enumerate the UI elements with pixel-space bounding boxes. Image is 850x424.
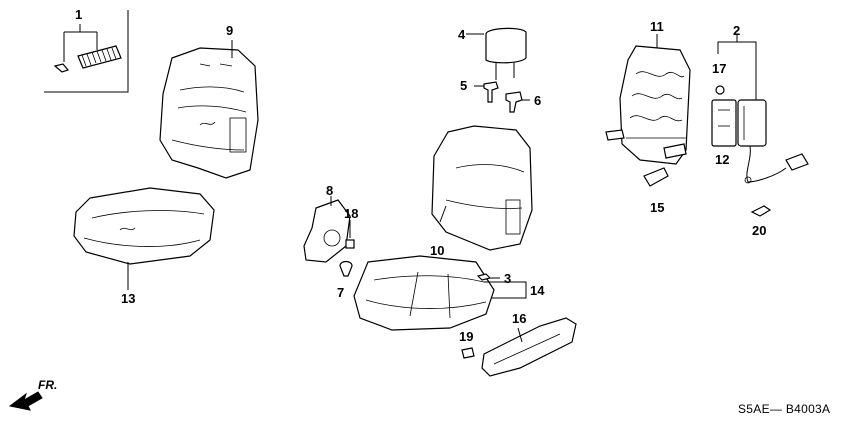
callout-7: 7 [337, 285, 345, 300]
part-1-clip-set [44, 10, 129, 93]
part-13-cushion-cover [73, 187, 215, 290]
callout-19: 19 [459, 329, 474, 344]
callout-6: 6 [534, 93, 542, 108]
front-direction-label: FR. [38, 378, 58, 392]
front-direction-arrow-icon [8, 391, 43, 411]
callout-14: 14 [530, 283, 545, 298]
part-2-side-airbag [717, 34, 809, 184]
part-3-clip [476, 273, 500, 281]
part-17-nut [715, 85, 725, 95]
part-15-recliner-cover [643, 167, 669, 187]
part-5-headrest-guide [474, 81, 499, 103]
part-10-seatback-pad [431, 125, 533, 251]
part-16-side-trim [481, 317, 577, 377]
callout-13: 13 [121, 291, 136, 306]
part-19-clip [461, 347, 475, 359]
callout-11: 11 [650, 19, 664, 34]
part-4-headrest [466, 27, 527, 80]
part-20-clip [750, 205, 772, 217]
part-9-seatback-cover [159, 40, 259, 179]
callout-4: 4 [458, 27, 466, 42]
diagram-code: S5AE— B4003A [738, 402, 831, 416]
callout-3: 3 [504, 271, 512, 286]
callout-5: 5 [460, 78, 468, 93]
part-14-cushion-pad [353, 255, 527, 331]
callout-1: 1 [75, 7, 83, 22]
part-7-clip [339, 260, 353, 277]
callout-16: 16 [512, 311, 527, 326]
callout-12: 12 [715, 152, 730, 167]
part-6-headrest-guide-lock [505, 91, 530, 113]
callout-10: 10 [430, 243, 445, 258]
callout-9: 9 [226, 23, 234, 38]
callout-8: 8 [326, 183, 334, 198]
callout-18: 18 [344, 206, 359, 221]
part-18-screw [345, 220, 355, 249]
part-8-recliner-cover [303, 196, 351, 263]
callout-2: 2 [733, 23, 741, 38]
callout-17: 17 [712, 61, 727, 76]
part-12-airbag-bracket [711, 99, 737, 147]
part-11-seatback-frame [605, 34, 691, 165]
callout-15: 15 [650, 200, 665, 215]
callout-20: 20 [752, 223, 767, 238]
